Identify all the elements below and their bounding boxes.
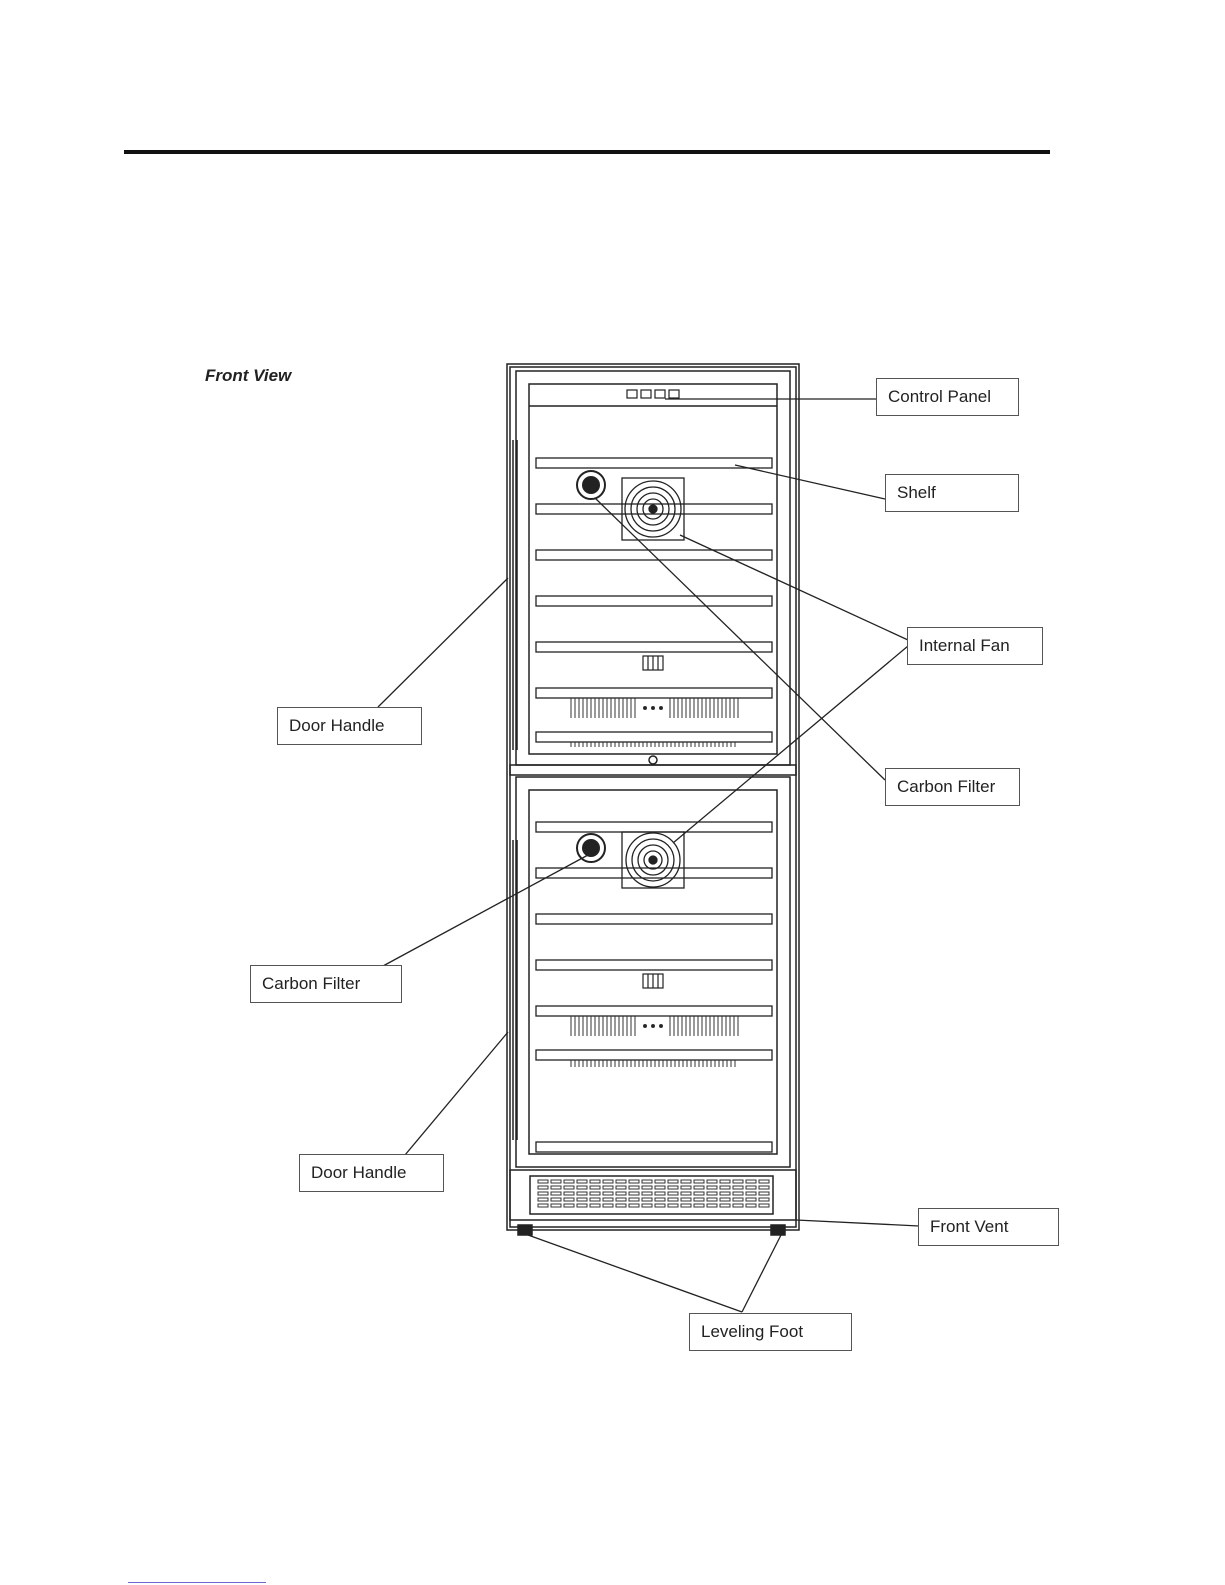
lower-fan <box>622 832 684 888</box>
lower-shelves <box>536 822 772 1152</box>
carbon-filter-lower-label: Carbon Filter <box>250 965 402 1003</box>
upper-fan <box>622 478 684 540</box>
leveling-foot-label: Leveling Foot <box>689 1313 852 1351</box>
footer-link-underline <box>128 1582 266 1583</box>
leader-lines <box>378 399 919 1312</box>
carbon-filter-upper-label: Carbon Filter <box>885 768 1020 806</box>
lower-carbon-filter <box>577 834 605 862</box>
door-handle-lower-label: Door Handle <box>299 1154 444 1192</box>
control-panel-icons <box>627 390 679 398</box>
lock <box>649 756 657 764</box>
shelf-label: Shelf <box>885 474 1019 512</box>
front-vent-grille <box>538 1180 769 1207</box>
front-vent-label: Front Vent <box>918 1208 1059 1246</box>
upper-carbon-filter <box>577 471 605 499</box>
cabinet <box>507 364 799 1235</box>
door-handle-upper-label: Door Handle <box>277 707 422 745</box>
control-panel-label: Control Panel <box>876 378 1019 416</box>
internal-fan-label: Internal Fan <box>907 627 1043 665</box>
